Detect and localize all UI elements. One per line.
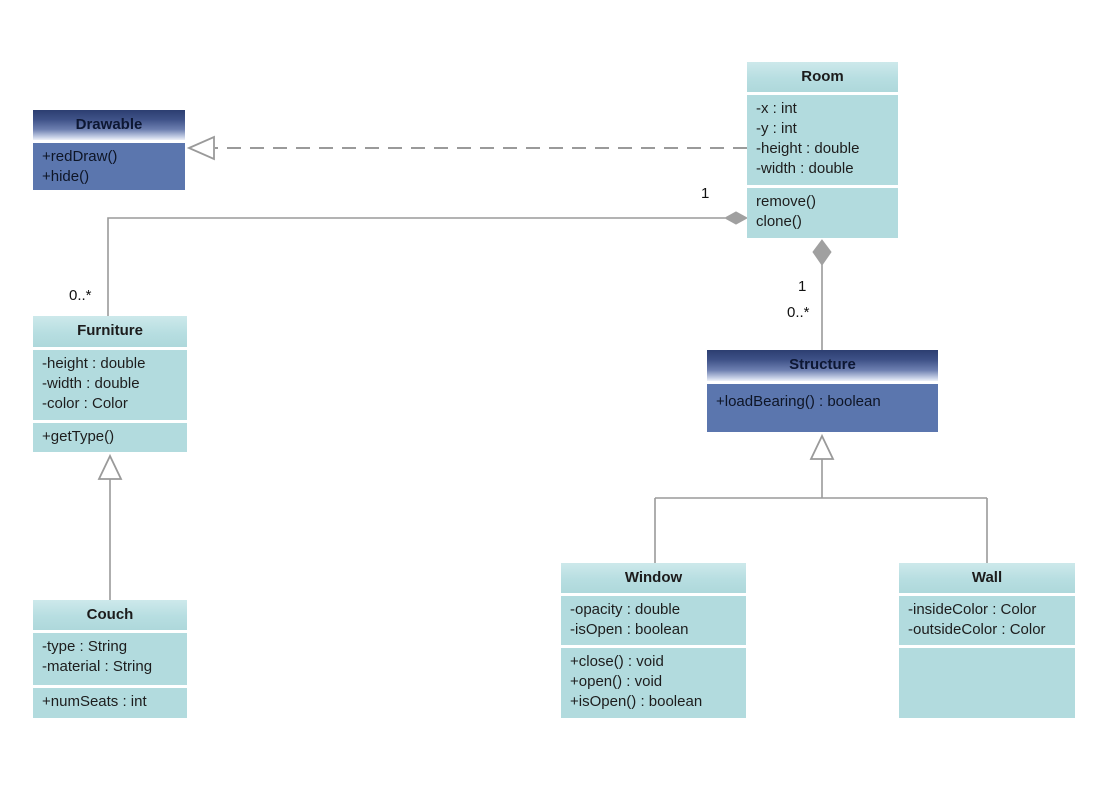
attribute: -x : int: [756, 100, 797, 117]
attribute: -opacity : double: [570, 601, 681, 618]
connector-furniture-room-composition[interactable]: [107, 211, 749, 316]
method: +loadBearing() : boolean: [716, 393, 881, 410]
multiplicity-label-room-side: 1: [701, 185, 710, 202]
multiplicity-label-room-bottom: 1: [798, 278, 807, 295]
connector-room-drawable-realization[interactable]: [186, 135, 747, 161]
class-couch[interactable]: Couch -type : String -material : String …: [33, 600, 187, 718]
method: +close() : void: [570, 653, 664, 670]
class-couch-title: Couch: [33, 600, 187, 630]
attribute: -color : Color: [42, 395, 128, 412]
attribute: -y : int: [756, 120, 797, 137]
class-furniture-methods: +getType(): [33, 423, 187, 452]
class-wall[interactable]: Wall -insideColor : Color -outsideColor …: [899, 563, 1075, 718]
class-room-attributes: -x : int -y : int -height : double -widt…: [747, 95, 898, 185]
attribute: -width : double: [756, 160, 854, 177]
class-furniture[interactable]: Furniture -height : double -width : doub…: [33, 316, 187, 452]
class-window-methods: +close() : void +open() : void +isOpen()…: [561, 648, 746, 718]
class-window-attributes: -opacity : double -isOpen : boolean: [561, 596, 746, 645]
connector-structure-generalization[interactable]: [654, 433, 988, 563]
attribute: -height : double: [42, 355, 146, 372]
class-couch-attributes: -type : String -material : String: [33, 633, 187, 685]
class-furniture-attributes: -height : double -width : double -color …: [33, 350, 187, 420]
method: +open() : void: [570, 673, 663, 690]
class-window-title: Window: [561, 563, 746, 593]
attribute: -height : double: [756, 140, 860, 157]
method: +hide(): [42, 168, 90, 185]
method: +numSeats : int: [42, 693, 147, 710]
class-wall-title: Wall: [899, 563, 1075, 593]
attribute: -material : String: [42, 658, 153, 675]
attribute: -insideColor : Color: [908, 601, 1037, 618]
class-window[interactable]: Window -opacity : double -isOpen : boole…: [561, 563, 746, 718]
attribute: -isOpen : boolean: [570, 621, 689, 638]
class-room[interactable]: Room -x : int -y : int -height : double …: [747, 62, 898, 238]
class-wall-methods-empty: [899, 648, 1075, 718]
attribute: -width : double: [42, 375, 140, 392]
class-drawable[interactable]: Drawable +redDraw() +hide(): [33, 110, 185, 190]
connector-couch-furniture-generalization[interactable]: [97, 453, 123, 600]
method: +getType(): [42, 428, 115, 445]
class-structure-methods: +loadBearing() : boolean: [707, 384, 938, 432]
multiplicity-label-structure-side: 0..*: [787, 304, 810, 321]
attribute: -type : String: [42, 638, 128, 655]
class-drawable-methods: +redDraw() +hide(): [33, 143, 185, 190]
method: clone(): [756, 213, 802, 230]
connector-structure-room-composition[interactable]: [812, 239, 832, 350]
class-structure[interactable]: Structure +loadBearing() : boolean: [707, 350, 938, 432]
class-wall-attributes: -insideColor : Color -outsideColor : Col…: [899, 596, 1075, 645]
class-room-title: Room: [747, 62, 898, 92]
class-couch-methods: +numSeats : int: [33, 688, 187, 718]
multiplicity-label-furniture-side: 0..*: [69, 287, 92, 304]
attribute: -outsideColor : Color: [908, 621, 1046, 638]
method: +isOpen() : boolean: [570, 693, 703, 710]
class-structure-title: Structure: [707, 350, 938, 381]
class-drawable-title: Drawable: [33, 110, 185, 140]
class-room-methods: remove() clone(): [747, 188, 898, 238]
method: remove(): [756, 193, 817, 210]
method: +redDraw(): [42, 148, 118, 165]
class-furniture-title: Furniture: [33, 316, 187, 347]
